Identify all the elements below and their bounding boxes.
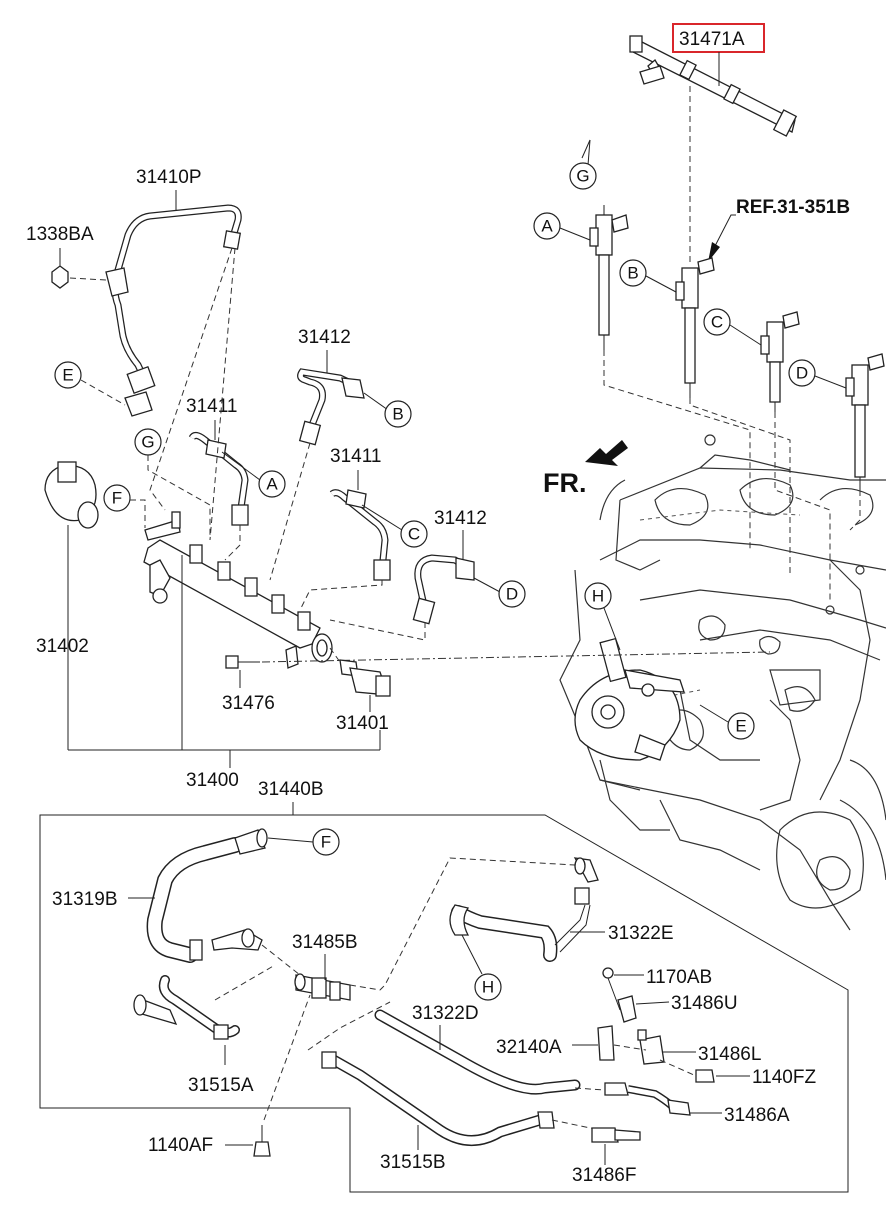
callout-letter: D [796,364,808,383]
part-label-31412-upper[interactable]: 31412 [298,327,351,348]
callout-letter: H [482,978,494,997]
fuel-fitting-31486F [591,1127,641,1143]
fuel-hose-31515A [133,975,240,1040]
bracket-assembly-31486 [597,967,715,1083]
callout-letter: C [711,313,723,332]
callout-circle [703,308,731,336]
guide-line [603,350,751,550]
callout-letter: C [408,525,420,544]
callout-circle [400,520,428,548]
rail-pressure-sensor-31402 [44,461,99,529]
callout-letter: A [541,217,553,236]
common-rail-31400 [143,511,333,669]
callout-letter: B [627,264,638,283]
high-pressure-pipe-31412-upper [297,368,365,446]
part-label-31486F[interactable]: 31486F [572,1165,636,1186]
part-label-31440B[interactable]: 31440B [258,779,324,800]
part-label-31411-lower[interactable]: 31411 [330,446,381,467]
bolt-31476 [225,655,260,669]
callout-letter: E [735,717,746,736]
callout-circle [474,973,502,1001]
callout-circle [258,470,286,498]
callout-letter: D [506,585,518,604]
part-label-31515B[interactable]: 31515B [380,1152,446,1173]
part-label-32140A[interactable]: 32140A [496,1037,562,1058]
guide-line [849,490,861,531]
fuel-hose-31322D [374,1009,581,1095]
callout-letter: G [576,167,589,186]
callout-letter: E [62,366,73,385]
part-label-31319B[interactable]: 31319B [52,889,118,910]
callout-circle [788,359,816,387]
callout-circle [384,400,412,428]
part-label-31486U[interactable]: 31486U [671,993,738,1014]
callout-letter: F [112,489,122,508]
callout-circle [103,484,131,512]
front-direction-arrow [585,440,628,466]
pressure-control-valve-31401 [339,659,391,697]
part-label-31486A[interactable]: 31486A [724,1105,790,1126]
engine-block-outline [559,434,886,931]
part-label-31322E[interactable]: 31322E [608,923,674,944]
callout-letter: B [392,405,403,424]
callout-letter: F [321,833,331,852]
callout-circle [54,361,82,389]
callout-circle [619,259,647,287]
part-label-31401[interactable]: 31401 [336,713,389,734]
part-label-31515A[interactable]: 31515A [188,1075,254,1096]
bolt-1140AF [253,1125,271,1157]
part-label-31402[interactable]: 31402 [36,636,89,657]
high-pressure-fuel-pump [574,637,685,761]
part-label-31412-lower[interactable]: 31412 [434,508,487,529]
fuel-joint-31485B [294,973,351,1001]
part-label-31471A[interactable]: 31471A [679,29,745,50]
part-label-31476[interactable]: 31476 [222,693,275,714]
high-pressure-pipe-31411-upper [188,431,249,526]
part-label-31400[interactable]: 31400 [186,770,239,791]
callout-circle [533,212,561,240]
callout-circle [727,712,755,740]
part-label-1338BA[interactable]: 1338BA [26,224,94,245]
part-label-31485B[interactable]: 31485B [292,932,358,953]
injectors [589,205,885,490]
callout-letter: G [141,433,154,452]
callout-letter: H [592,587,604,606]
part-label-1140FZ[interactable]: 1140FZ [752,1067,816,1088]
fuel-hose-31322E [449,857,599,962]
assembly-frame [39,814,849,1193]
high-pressure-pipe-31412-lower [412,554,475,625]
fuel-hose-31319B [146,828,268,963]
high-pressure-pipe-31411-lower [329,489,391,581]
callout-letter: A [266,475,278,494]
part-label-31411-upper[interactable]: 31411 [186,396,237,417]
part-label-31410P[interactable]: 31410P [136,167,202,188]
reference-label[interactable]: REF.31-351B [736,197,850,218]
callout-circle [498,580,526,608]
fuel-connector [211,928,263,951]
part-label-1140AF[interactable]: 1140AF [148,1135,213,1156]
part-label-31322D[interactable]: 31322D [412,1003,479,1024]
part-label-31486L[interactable]: 31486L [698,1044,761,1065]
pressure-pipe-31410P [105,204,242,417]
fuel-line-31486A [574,1082,691,1116]
callout-circle [584,582,612,610]
front-direction-label: FR. [543,468,587,498]
nut-1338BA [51,265,69,289]
callout-circle [569,162,597,190]
guide-line [774,412,831,600]
guide-line [689,398,791,575]
injector-return-line [581,35,798,159]
part-label-1170AB[interactable]: 1170AB [646,967,712,988]
fuel-hose-31515B [321,1051,555,1146]
